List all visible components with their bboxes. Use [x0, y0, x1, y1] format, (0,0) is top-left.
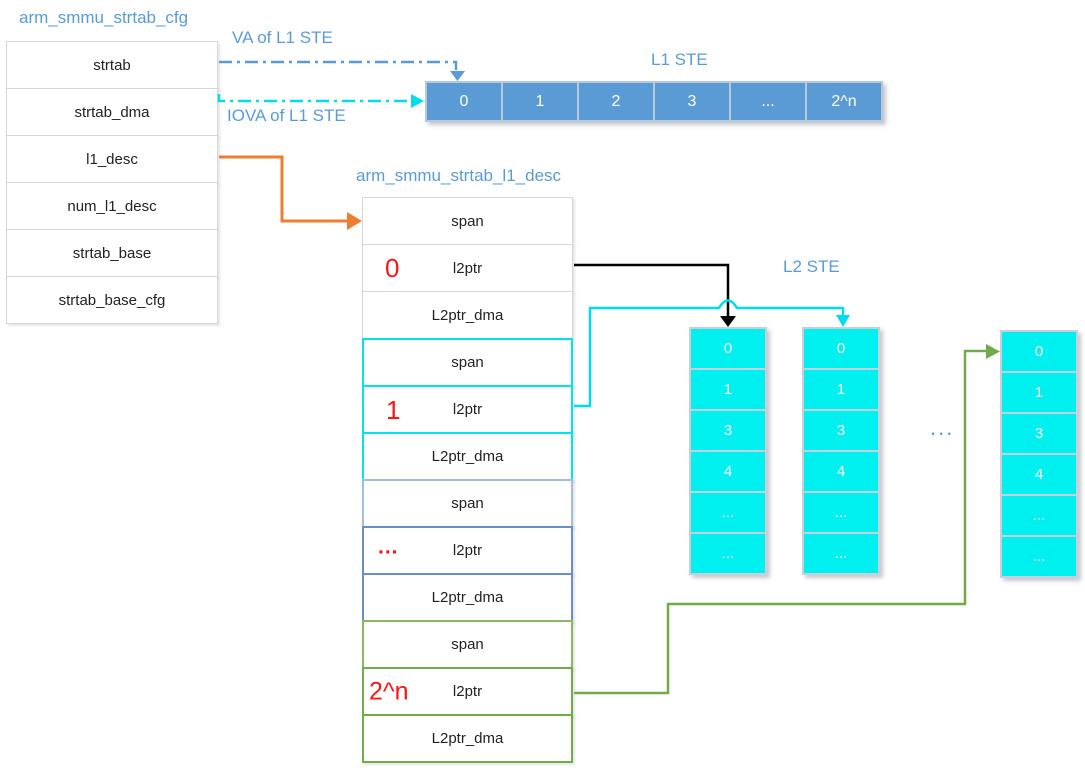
l2ptrn-arrow — [574, 344, 1000, 695]
l2-ste-cell: 1 — [689, 368, 767, 411]
l2-ste-label: L2 STE — [783, 257, 840, 276]
row-label: L2ptr_dma — [431, 730, 504, 747]
row-label: strtab_base — [72, 244, 152, 262]
l1-ste-cell: ... — [729, 81, 807, 122]
l1-ste-label: L1 STE — [651, 50, 708, 69]
group-index-label: 2^n — [369, 677, 409, 705]
row-label: span — [451, 636, 484, 653]
va-arrow — [219, 60, 465, 81]
row-label: l1_desc — [86, 150, 138, 168]
l2-ste-cell: 3 — [689, 409, 767, 452]
cfg-table-title: arm_smmu_strtab_cfg — [19, 8, 189, 27]
l1-desc-row-l2ptr-dma: L2ptr_dma — [362, 714, 573, 763]
l1-desc-row-l2ptr: 1 l2ptr — [362, 385, 573, 434]
l1-desc-table: span 0 l2ptr L2ptr_dma span 1 l2ptr L2ptr_… — [362, 197, 573, 763]
row-label: l2ptr — [452, 542, 483, 559]
row-label: strtab_dma — [74, 103, 150, 121]
l1-ste-cell: 1 — [501, 81, 579, 122]
l2-ste-cell: ... — [689, 532, 767, 575]
cfg-row-l1-desc: l1_desc — [6, 135, 218, 183]
l1-desc-row-span: span — [362, 338, 573, 387]
l1-ste-cell: 0 — [425, 81, 503, 122]
l1-desc-row-l2ptr: ... l2ptr — [362, 526, 573, 575]
l1-desc-row-l2ptr-dma: L2ptr_dma — [362, 573, 573, 622]
l2-ste-cell: 4 — [802, 450, 880, 493]
l1-desc-row-span: span — [362, 197, 573, 245]
row-label: l2ptr — [452, 259, 483, 277]
l2-ste-cell: ... — [689, 491, 767, 534]
cfg-row-strtab-dma: strtab_dma — [6, 88, 218, 136]
l2-ste-table-2: 0 1 3 4 ... ... — [1000, 330, 1078, 578]
l1-ste-table: 0 1 2 3 ... 2^n — [425, 81, 883, 122]
l1-desc-row-span: span — [362, 479, 573, 528]
row-label: num_l1_desc — [67, 197, 157, 215]
l2-ste-cell: 1 — [1000, 371, 1078, 414]
l2-tables-ellipsis: ... — [930, 415, 955, 440]
cfg-row-strtab: strtab — [6, 41, 218, 89]
row-label: L2ptr_dma — [431, 448, 504, 465]
l2-ste-cell: 0 — [802, 327, 880, 370]
row-label: l2ptr — [452, 683, 483, 700]
l1-ste-cell: 3 — [653, 81, 731, 122]
l2-ste-cell: 1 — [802, 368, 880, 411]
cfg-row-strtab-base: strtab_base — [6, 229, 218, 277]
row-label: L2ptr_dma — [431, 306, 504, 324]
row-label: L2ptr_dma — [431, 589, 504, 606]
l2-ste-cell: ... — [1000, 535, 1078, 578]
l1-desc-row-l2ptr-dma: L2ptr_dma — [362, 291, 573, 339]
va-of-l1-ste-label: VA of L1 STE — [232, 28, 333, 47]
row-label: span — [451, 354, 484, 371]
l1-desc-row-span: span — [362, 620, 573, 669]
l2-ste-cell: ... — [802, 532, 880, 575]
row-label: span — [451, 212, 484, 230]
l2-ste-cell: 0 — [1000, 330, 1078, 373]
row-label: strtab_base_cfg — [58, 291, 166, 309]
l2-ste-cell: 4 — [1000, 453, 1078, 496]
group-index-label: ... — [378, 535, 399, 559]
l2-ste-cell: 3 — [802, 409, 880, 452]
l1-desc-row-l2ptr: 0 l2ptr — [362, 244, 573, 292]
l2-ste-cell: ... — [1000, 494, 1078, 537]
l2-ste-table-0: 0 1 3 4 ... ... — [689, 327, 767, 575]
group-index-label: 1 — [386, 394, 401, 425]
row-label: span — [451, 495, 484, 512]
l2ptr0-arrow — [574, 263, 736, 327]
iova-of-l1-ste-label: IOVA of L1 STE — [227, 106, 346, 125]
row-label: l2ptr — [452, 401, 483, 418]
l1-desc-arrow — [219, 155, 362, 230]
l1-ste-cell: 2 — [577, 81, 655, 122]
l1-ste-cell: 2^n — [805, 81, 883, 122]
l2-ste-table-1: 0 1 3 4 ... ... — [802, 327, 880, 575]
l2-ste-cell: 0 — [689, 327, 767, 370]
group-index-label: 0 — [385, 253, 400, 283]
l1-desc-row-l2ptr-dma: L2ptr_dma — [362, 432, 573, 481]
l2-ste-cell: ... — [802, 491, 880, 534]
cfg-row-strtab-base-cfg: strtab_base_cfg — [6, 276, 218, 324]
cfg-row-num-l1-desc: num_l1_desc — [6, 182, 218, 230]
l1-desc-table-title: arm_smmu_strtab_l1_desc — [356, 166, 562, 185]
row-label: strtab — [93, 56, 131, 74]
cfg-table: strtab strtab_dma l1_desc num_l1_desc st… — [6, 41, 218, 324]
l1-desc-row-l2ptr: 2^n l2ptr — [362, 667, 573, 716]
l2-ste-cell: 3 — [1000, 412, 1078, 455]
l2-ste-cell: 4 — [689, 450, 767, 493]
